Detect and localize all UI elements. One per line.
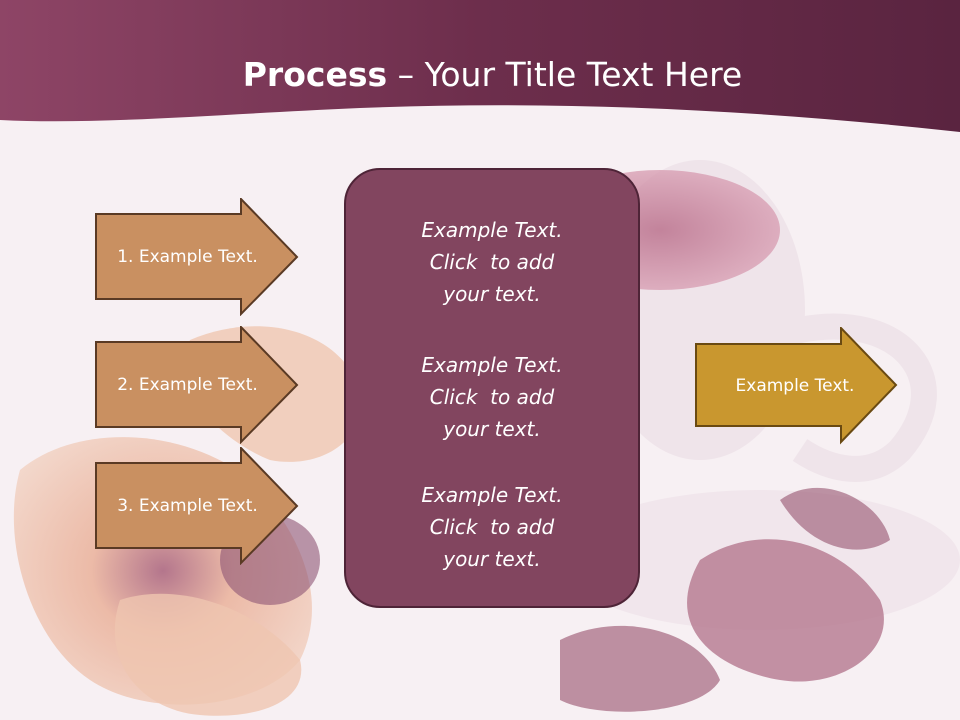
center-text-line: Example Text. [421,483,563,507]
left-step-label: 2. Example Text. [117,375,258,395]
arrow-shape [695,327,898,445]
center-text-line: your text. [443,417,541,441]
left-step-label: 1. Example Text. [117,247,258,267]
right-output-arrow[interactable]: Example Text. [695,327,900,445]
center-text-block-2: Example Text. Click to add your text. [346,349,638,445]
center-text-line: Click to add [429,385,555,409]
left-step-arrow-2[interactable]: 2. Example Text. [95,326,300,444]
arrow-shape [95,326,299,444]
left-step-arrow-3[interactable]: 3. Example Text. [95,447,300,565]
left-step-arrow-1[interactable]: 1. Example Text. [95,198,300,316]
arrow-shape [95,198,299,316]
center-text-line: Example Text. [421,353,563,377]
title-bold: Process [242,55,388,94]
center-text-line: Click to add [429,250,555,274]
center-text-block-3: Example Text. Click to add your text. [346,479,638,575]
center-text-line: your text. [443,547,541,571]
center-text-line: Example Text. [421,218,563,242]
left-step-label: 3. Example Text. [117,496,258,516]
title-rest: – Your Title Text Here [387,55,743,94]
center-text-block-1: Example Text. Click to add your text. [346,214,638,310]
slide-title[interactable]: Process – Your Title Text Here [0,52,960,98]
arrow-shape [95,447,299,565]
center-text-line: your text. [443,282,541,306]
center-text-line: Click to add [429,515,555,539]
center-content-box[interactable]: Example Text. Click to add your text. Ex… [344,168,640,608]
right-output-label: Example Text. [735,376,855,396]
